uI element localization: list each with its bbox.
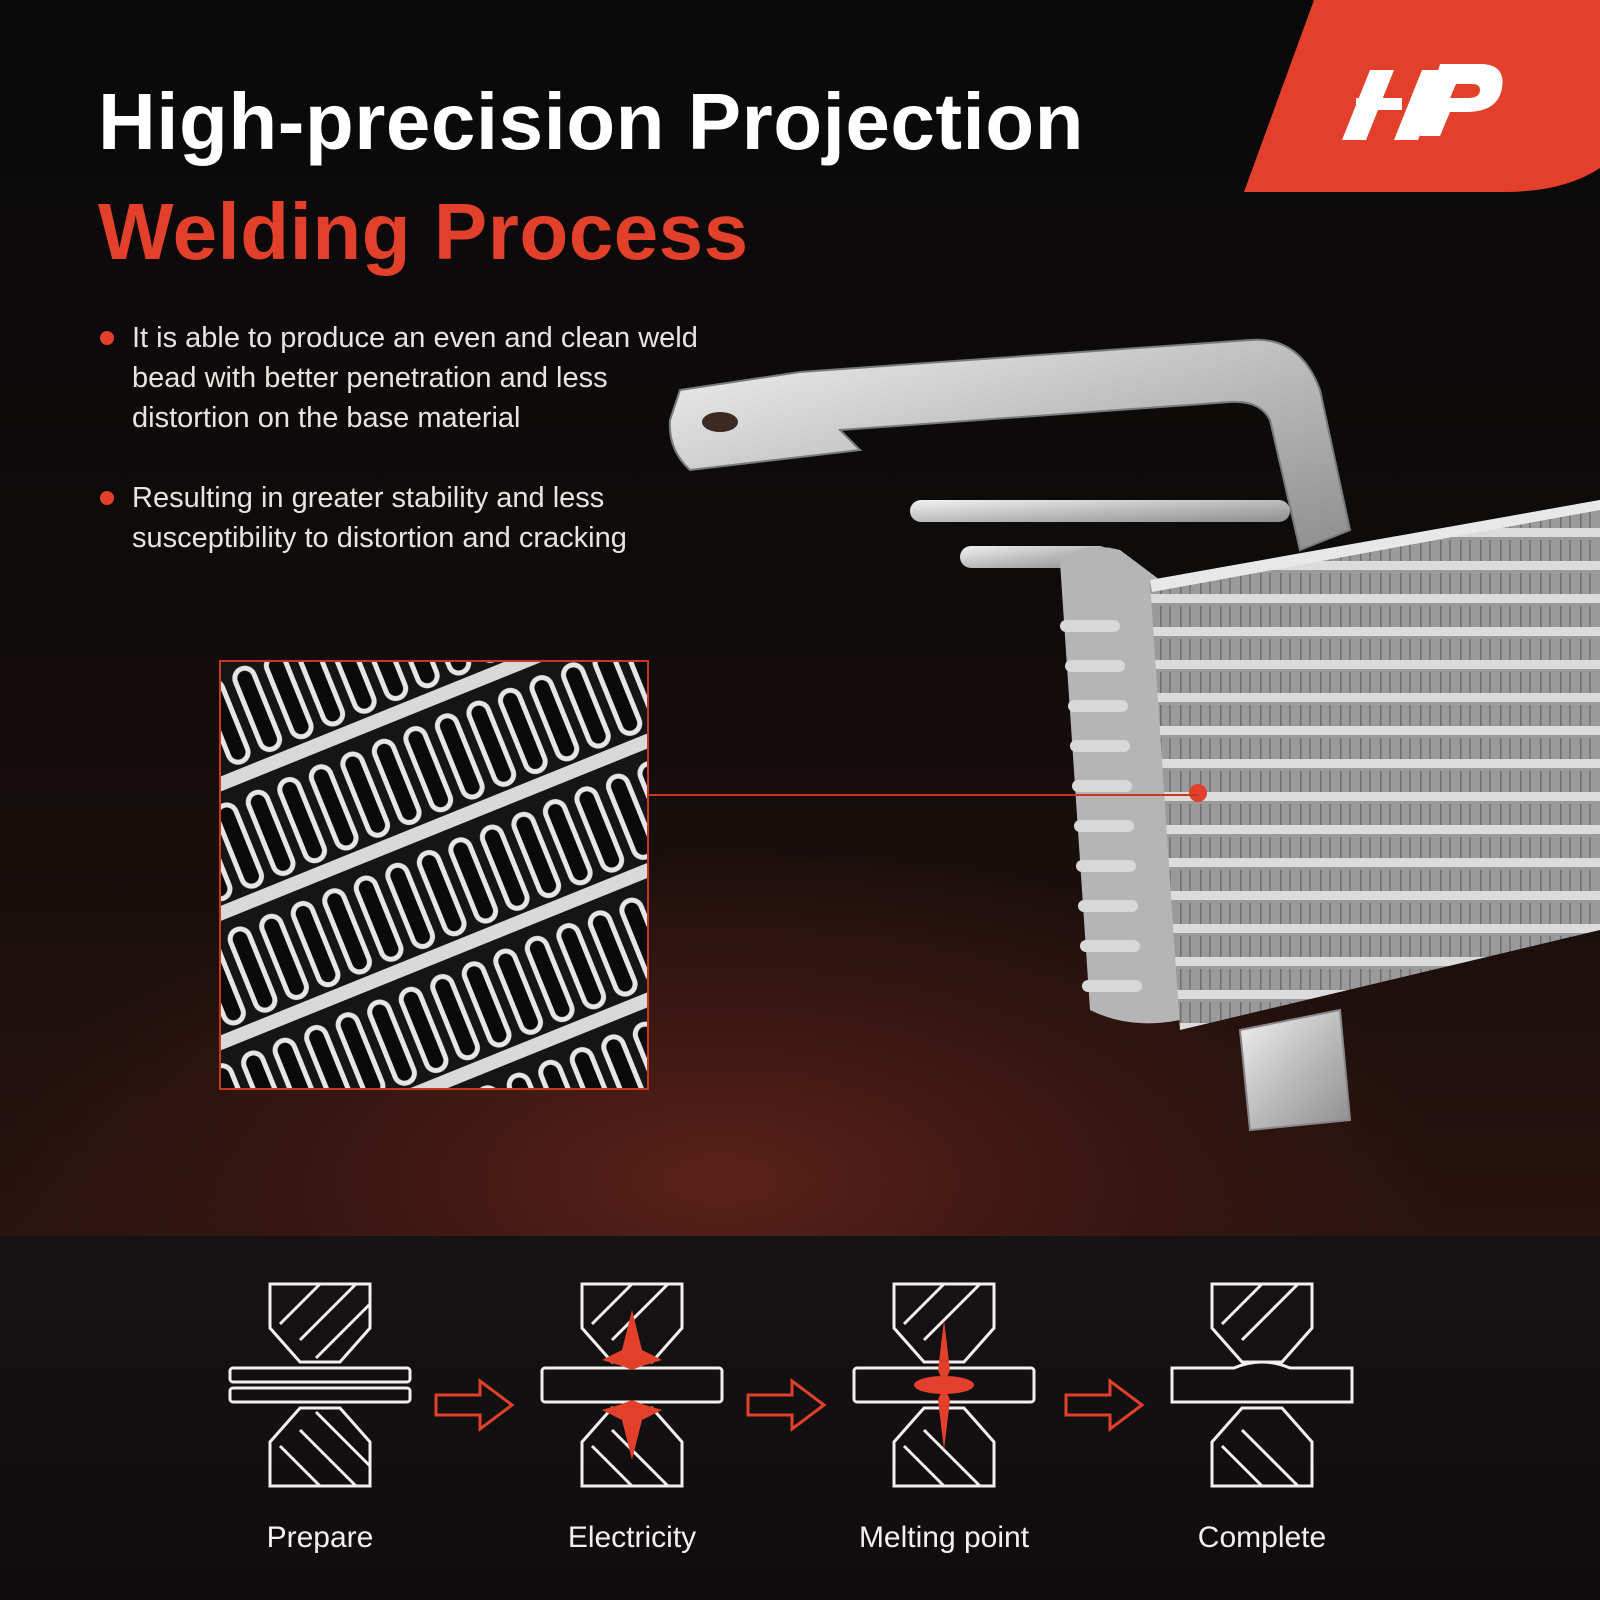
step-melting-point: Melting point bbox=[844, 1270, 1044, 1554]
transmission-cooler-image bbox=[668, 338, 1600, 1132]
feature-bullets: It is able to produce an even and clean … bbox=[98, 318, 718, 598]
prepare-diagram-icon bbox=[228, 1282, 412, 1488]
arrow-right-icon bbox=[434, 1378, 515, 1432]
bullet-item: Resulting in greater stability and less … bbox=[98, 478, 718, 558]
fin-detail-zoom bbox=[219, 660, 649, 1090]
bullet-text: Resulting in greater stability and less … bbox=[132, 482, 627, 554]
bullet-item: It is able to produce an even and clean … bbox=[98, 318, 718, 438]
step-prepare: Prepare bbox=[220, 1270, 420, 1554]
step-label: Electricity bbox=[567, 1521, 697, 1554]
step-electricity: Electricity bbox=[532, 1270, 732, 1554]
headline-line-1: High-precision Projection bbox=[98, 77, 1084, 166]
arrow-right-icon bbox=[746, 1378, 827, 1432]
bullet-dot-icon bbox=[100, 331, 114, 345]
bullet-text: It is able to produce an even and clean … bbox=[132, 322, 698, 434]
step-label: Melting point bbox=[858, 1521, 1030, 1554]
complete-diagram-icon bbox=[1170, 1282, 1354, 1488]
electricity-diagram-icon bbox=[540, 1282, 724, 1488]
melting-point-diagram-icon bbox=[852, 1282, 1036, 1488]
step-complete: Complete bbox=[1162, 1270, 1362, 1554]
step-label: Prepare bbox=[266, 1521, 374, 1554]
headline-line-2: Welding Process bbox=[98, 187, 749, 276]
brand-logo bbox=[1244, 0, 1600, 192]
arrow-right-icon bbox=[1064, 1378, 1145, 1432]
welding-steps: Prepare Electricity bbox=[0, 1270, 1600, 1590]
process-band bbox=[0, 1236, 1600, 1600]
step-label: Complete bbox=[1197, 1521, 1327, 1554]
bullet-dot-icon bbox=[100, 491, 114, 505]
